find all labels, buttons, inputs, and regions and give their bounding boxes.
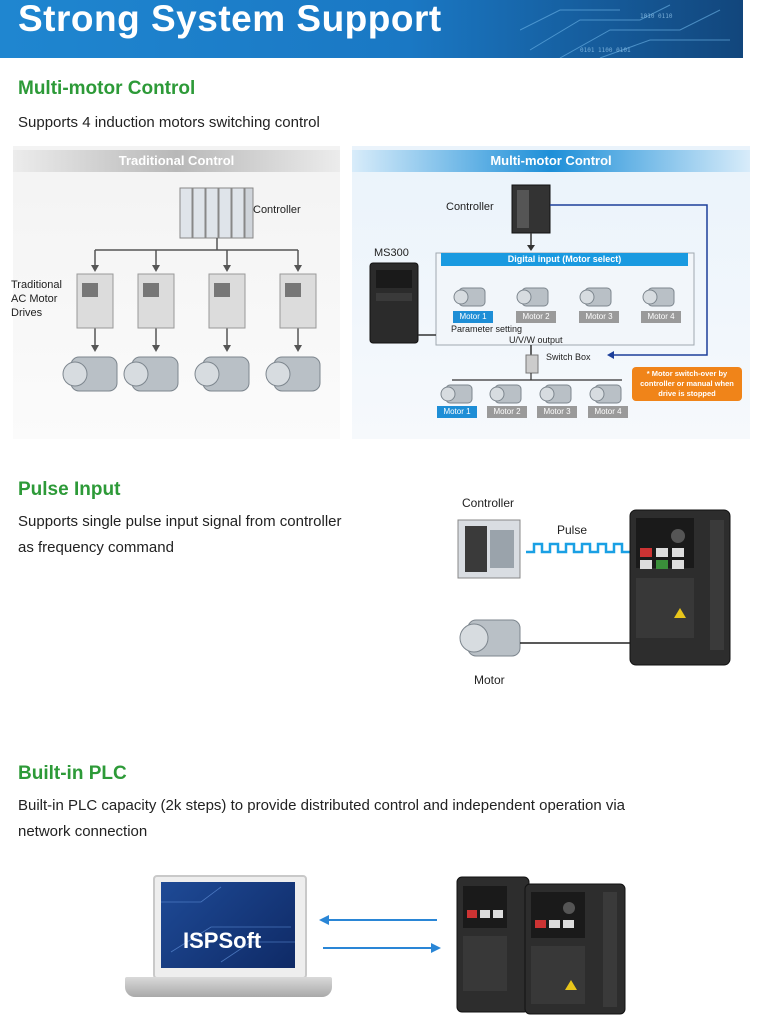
plc-desc-line2: network connection bbox=[18, 823, 148, 840]
motor-chip-bottom-4: Motor 4 bbox=[588, 406, 628, 418]
pulse-wave bbox=[526, 542, 630, 554]
motor-chip-top-4: Motor 4 bbox=[641, 311, 681, 323]
motor-chip-top-2: Motor 2 bbox=[516, 311, 556, 323]
section-title-plc: Built-in PLC bbox=[18, 763, 127, 784]
traditional-drives-label: Traditional AC Motor Drives bbox=[11, 279, 62, 319]
section-title-multi-motor: Multi-motor Control bbox=[18, 78, 196, 99]
pulse-diagram bbox=[457, 509, 731, 666]
traditional-diagram bbox=[62, 187, 321, 392]
svg-text:0101 1100 0101: 0101 1100 0101 bbox=[580, 47, 631, 54]
laptop-base bbox=[125, 977, 332, 997]
switch-over-note: * Motor switch-over by controller or man… bbox=[632, 367, 742, 401]
header-banner: 0101 1100 0101 1010 0110 Strong System Su… bbox=[0, 0, 743, 58]
motor-chip-bottom-2: Motor 2 bbox=[487, 406, 527, 418]
multi-motor-diagram bbox=[369, 184, 708, 404]
ispsoft-logo-text: ISPSoft bbox=[183, 928, 262, 953]
ms300-label: MS300 bbox=[374, 247, 409, 259]
uvw-output-label: U/V/W output bbox=[509, 335, 563, 345]
motor-chip-top-3: Motor 3 bbox=[579, 311, 619, 323]
pulse-desc-line2: as frequency command bbox=[18, 539, 174, 556]
pulse-desc-line1: Supports single pulse input signal from … bbox=[18, 513, 342, 530]
bidirectional-arrows bbox=[319, 915, 441, 953]
section-desc-multi-motor: Supports 4 induction motors switching co… bbox=[18, 114, 320, 131]
motor-chip-top-1: Motor 1 bbox=[453, 311, 493, 323]
pulse-label: Pulse bbox=[557, 523, 588, 537]
section-title-pulse: Pulse Input bbox=[18, 479, 121, 500]
page-title: Strong System Support bbox=[18, 0, 442, 39]
plc-desc-line1: Built-in PLC capacity (2k steps) to prov… bbox=[18, 797, 626, 814]
traditional-header: Traditional Control bbox=[13, 150, 340, 172]
arrow-left-icon bbox=[319, 915, 329, 925]
screen-circuit-decoration bbox=[161, 886, 295, 963]
arrow-right-icon bbox=[431, 943, 441, 953]
circuit-decoration: 0101 1100 0101 1010 0110 bbox=[520, 4, 730, 58]
controller-icon bbox=[179, 187, 254, 239]
motor-chip-bottom-3: Motor 3 bbox=[537, 406, 577, 418]
pulse-motor-label: Motor bbox=[474, 673, 505, 687]
vfd-pair-icon bbox=[456, 876, 626, 1015]
switch-box-label: Switch Box bbox=[546, 352, 591, 362]
switch-box-icon bbox=[525, 354, 539, 374]
motor-chip-bottom-1: Motor 1 bbox=[437, 406, 477, 418]
motor-icons bbox=[62, 356, 321, 392]
pulse-controller-label: Controller bbox=[462, 496, 515, 510]
svg-text:1010 0110: 1010 0110 bbox=[640, 13, 673, 20]
traditional-controller-label: Controller bbox=[253, 204, 301, 216]
laptop-display bbox=[161, 882, 295, 968]
parameter-setting-label: Parameter setting bbox=[451, 324, 523, 334]
digital-input-bar: Digital input (Motor select) bbox=[441, 253, 688, 266]
multi-controller-label: Controller bbox=[446, 201, 494, 213]
drive-icons bbox=[76, 273, 317, 329]
multi-motor-header: Multi-motor Control bbox=[352, 150, 750, 172]
